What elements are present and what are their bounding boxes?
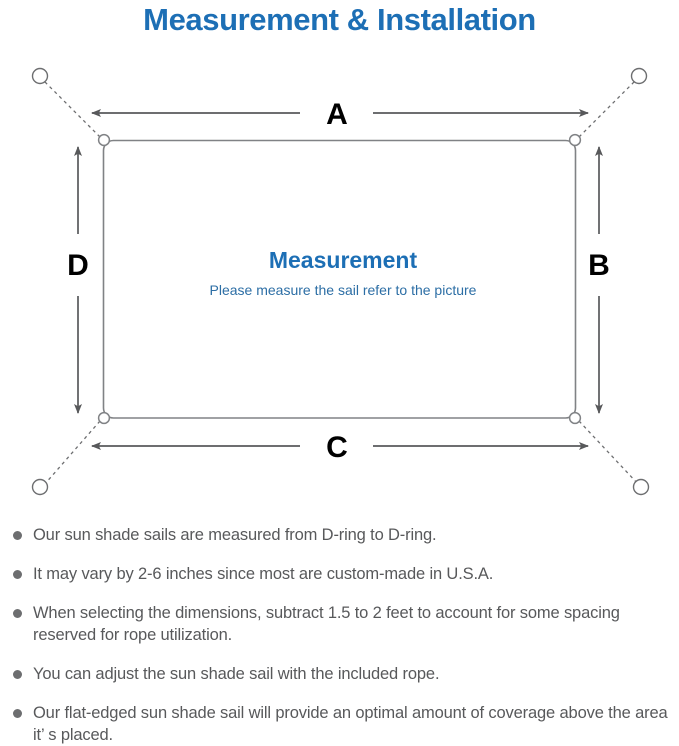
dimension-label-c: C [326,431,348,464]
anchor-point-bottom-left [31,478,49,496]
list-item: Our flat-edged sun shade sail will provi… [0,702,679,746]
anchor-point-bottom-right [632,478,650,496]
dimension-label-b: B [588,249,610,282]
bullet-icon [13,531,22,540]
note-text: Our flat-edged sun shade sail will provi… [33,704,668,744]
bullet-icon [13,570,22,579]
dimension-label-a: A [326,98,348,131]
measurement-diagram: A C D B Measurement Please measure the s… [0,44,679,514]
d-ring-top-left [97,133,111,147]
rope-line-top-left [43,80,101,138]
bullet-icon [13,609,22,618]
d-ring-top-right [568,133,582,147]
rope-line-top-right [578,80,636,138]
diagram-center-heading: Measurement [269,247,418,273]
rope-line-bottom-right [578,420,640,486]
list-item: Our sun shade sails are measured from D-… [0,524,679,546]
anchor-point-top-right [630,67,648,85]
bullet-icon [13,709,22,718]
d-ring-bottom-left [97,411,111,425]
d-ring-bottom-right [568,411,582,425]
note-text: It may vary by 2-6 inches since most are… [33,565,494,583]
dimension-label-d: D [67,249,89,282]
notes-list: Our sun shade sails are measured from D-… [0,524,679,746]
rope-line-bottom-left [43,420,101,486]
anchor-point-top-left [31,67,49,85]
bullet-icon [13,670,22,679]
diagram-center-subheading: Please measure the sail refer to the pic… [210,282,477,298]
list-item: When selecting the dimensions, subtract … [0,602,679,646]
list-item: You can adjust the sun shade sail with t… [0,663,679,685]
list-item: It may vary by 2-6 inches since most are… [0,563,679,585]
note-text: Our sun shade sails are measured from D-… [33,526,437,544]
note-text: When selecting the dimensions, subtract … [33,604,620,644]
page-title: Measurement & Installation [143,2,536,37]
sail-body [102,139,577,419]
note-text: You can adjust the sun shade sail with t… [33,665,440,683]
